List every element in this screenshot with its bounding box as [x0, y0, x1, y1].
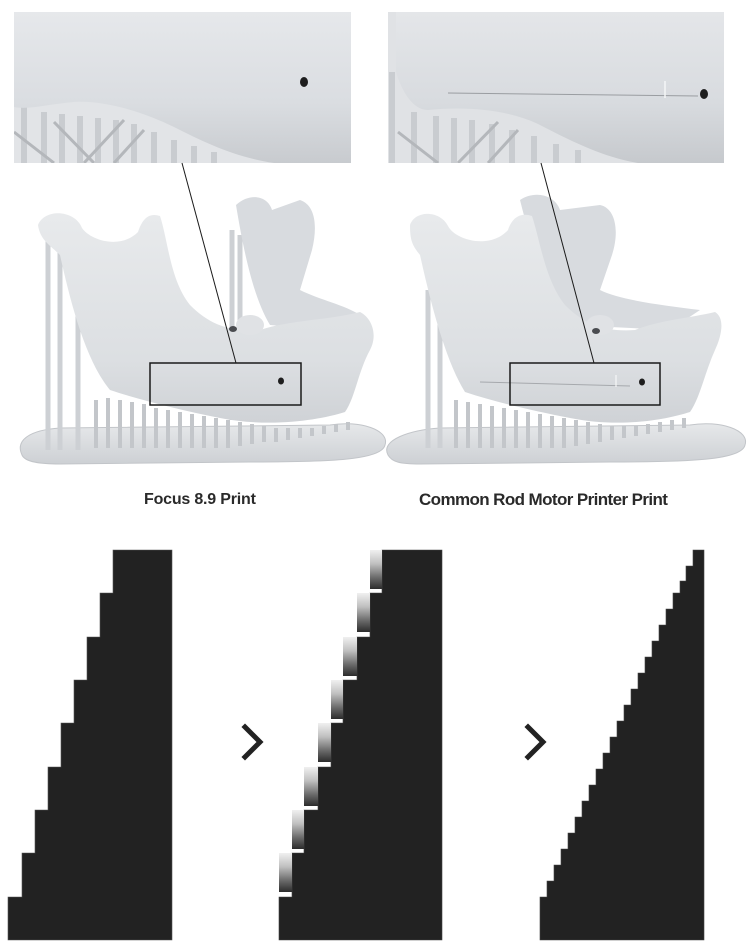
resolution-diagram: [0, 530, 750, 950]
chevron-right-icon: [241, 723, 264, 761]
antialiased-staircase-diagram: [278, 549, 443, 941]
coarse-staircase-diagram: [7, 549, 173, 941]
focus-print-zoom-inset: [14, 12, 351, 163]
print-comparison: Focus 8.9 Print Common Rod Motor Printer…: [14, 12, 746, 509]
focus-print-detail-image: [14, 12, 351, 163]
focus-print-caption: Focus 8.9 Print: [144, 491, 256, 508]
jaw-models-image: [19, 162, 746, 465]
rod-printer-caption: Common Rod Motor Printer Print: [419, 490, 668, 509]
rod-leader-line: [540, 162, 595, 364]
focus-leader-line: [181, 162, 237, 364]
focus-print-model: [19, 197, 386, 465]
rod-callout-box: [509, 362, 661, 406]
fine-staircase-diagram: [539, 549, 705, 941]
rod-printer-detail-image: [388, 12, 724, 163]
rod-printer-model: [386, 194, 746, 465]
focus-callout-box: [149, 362, 302, 406]
chevron-right-icon: [524, 723, 547, 761]
rod-printer-zoom-inset: [388, 12, 724, 163]
